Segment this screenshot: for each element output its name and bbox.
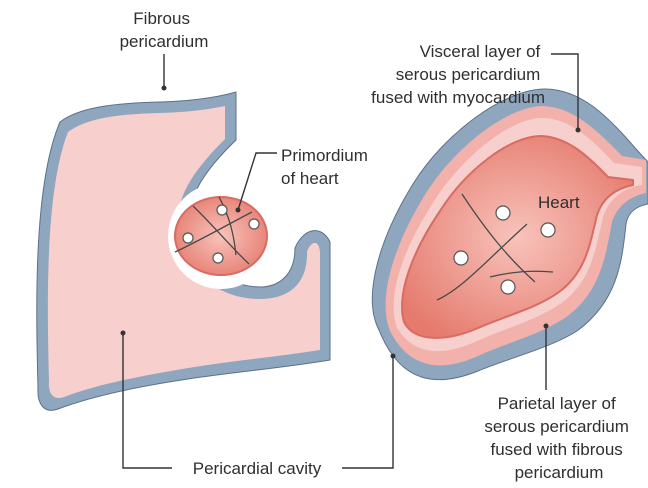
point-primordium-of-heart — [236, 208, 241, 213]
point-fibrous-pericardium — [162, 86, 167, 91]
point-pericardial-cavity-left — [121, 331, 126, 336]
early-stage-pericardium — [37, 92, 330, 410]
heart-vessel-dot-4 — [501, 280, 515, 294]
leader-pericardial-cavity-right — [342, 356, 393, 468]
later-stage-pericardium — [372, 89, 648, 380]
primordium-vessel-dot-2 — [183, 233, 193, 243]
primordium-vessel-dot-4 — [213, 253, 223, 263]
label-fibrous-pericardium: Fibrous pericardium — [120, 9, 209, 51]
label-visceral-layer: Visceral layer of serous pericardium fus… — [371, 42, 545, 107]
label-pericardial-cavity: Pericardial cavity — [193, 459, 322, 478]
primordium-vessel-dot-3 — [249, 219, 259, 229]
point-visceral-layer — [576, 128, 581, 133]
label-heart: Heart — [538, 193, 580, 212]
point-pericardial-cavity-right — [391, 354, 396, 359]
label-parietal-layer: Parietal layer of serous pericardium fus… — [484, 394, 633, 482]
label-primordium-of-heart: Primordium of heart — [281, 146, 373, 188]
heart-vessel-dot-2 — [541, 223, 555, 237]
point-parietal-layer — [544, 324, 549, 329]
heart-vessel-dot-3 — [454, 251, 468, 265]
primordium-vessel-dot-1 — [217, 205, 227, 215]
heart-vessel-dot-1 — [496, 206, 510, 220]
